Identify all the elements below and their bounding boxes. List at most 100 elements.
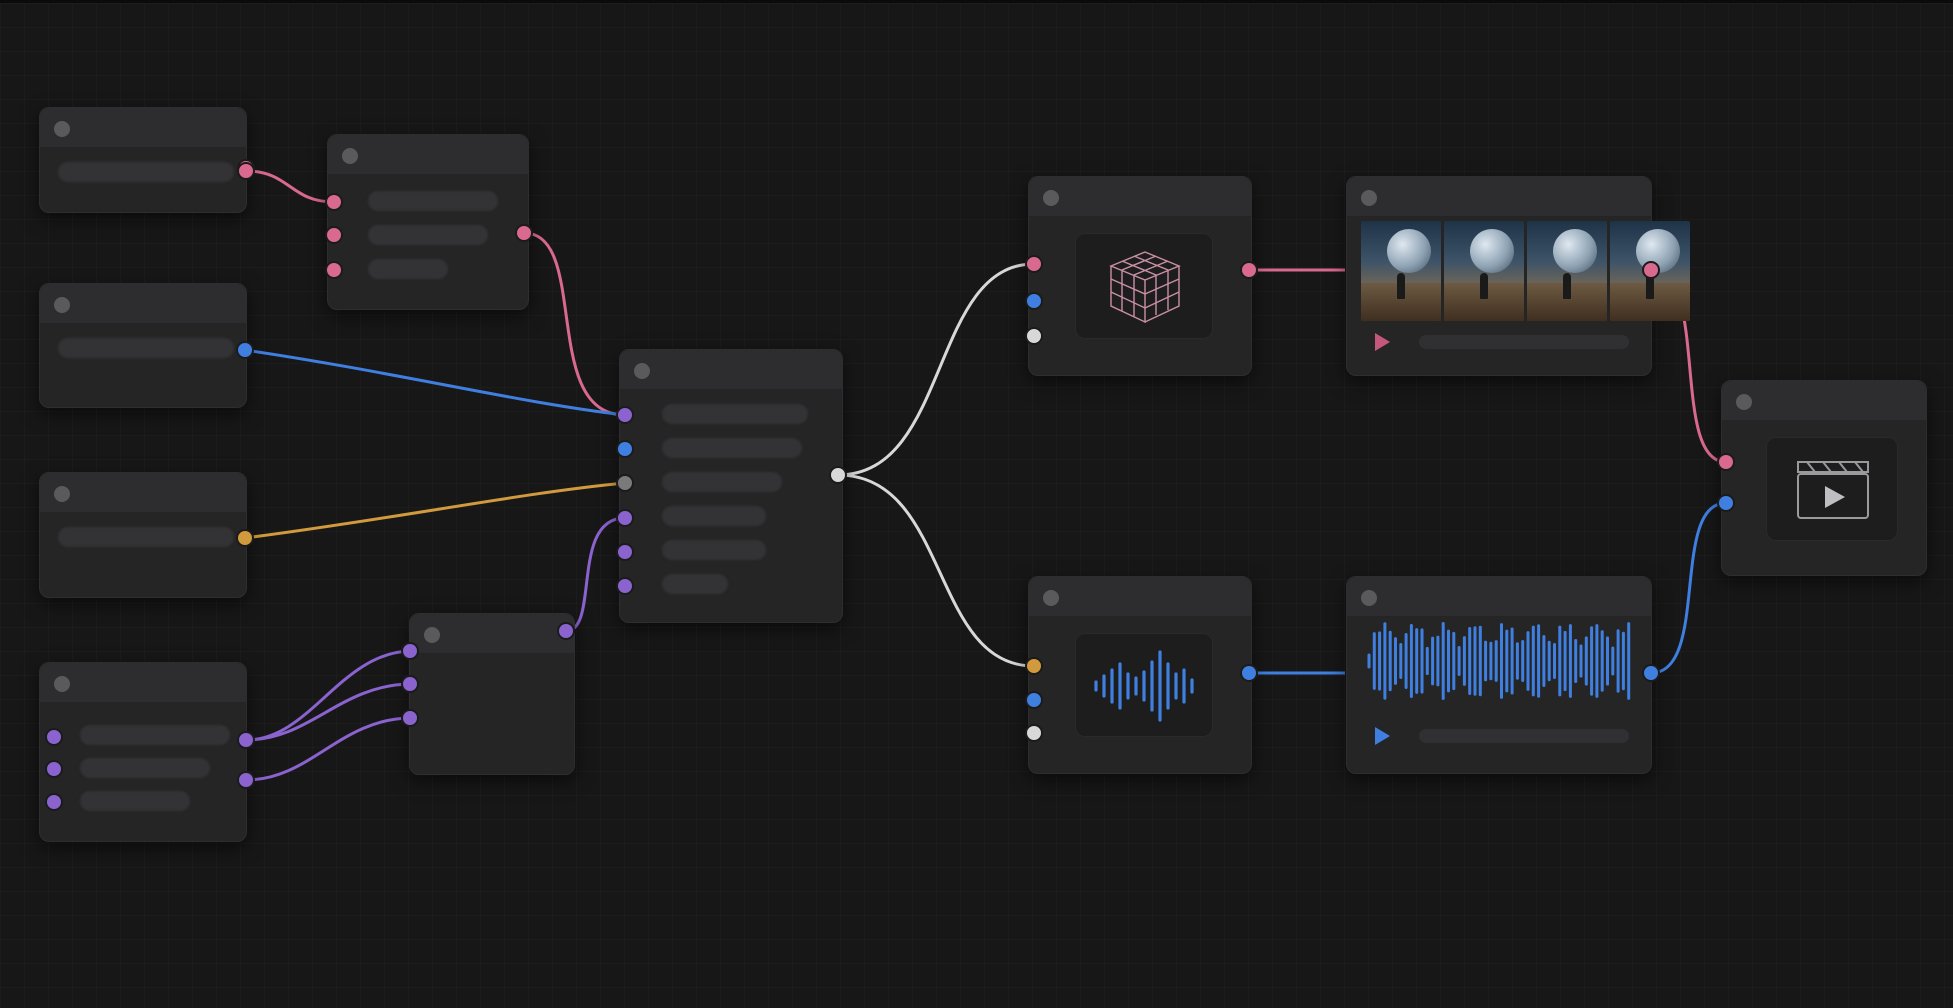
- node-header[interactable]: [1347, 177, 1651, 217]
- input-port[interactable]: [45, 760, 63, 778]
- input-port[interactable]: [616, 474, 634, 492]
- prompt-combine-node[interactable]: [327, 134, 529, 310]
- input-node-1[interactable]: [39, 107, 255, 213]
- input-port[interactable]: [1025, 292, 1043, 310]
- input-port[interactable]: [616, 509, 634, 527]
- node-header[interactable]: [1029, 177, 1251, 217]
- play-icon[interactable]: [1375, 727, 1390, 745]
- node-header[interactable]: [40, 663, 246, 703]
- output-port[interactable]: [1642, 261, 1660, 279]
- input-port[interactable]: [401, 709, 419, 727]
- output-port[interactable]: [236, 529, 254, 547]
- field-placeholder[interactable]: [662, 438, 802, 458]
- input-port[interactable]: [1717, 494, 1735, 512]
- output-port[interactable]: [237, 162, 255, 180]
- node-status-dot: [54, 676, 70, 692]
- video-preview-node[interactable]: [1346, 176, 1690, 376]
- mixer-node[interactable]: [409, 613, 575, 775]
- output-port[interactable]: [1642, 664, 1660, 682]
- input-node-2[interactable]: [39, 283, 247, 408]
- playback-scrubber[interactable]: [1419, 729, 1629, 743]
- main-hub-node[interactable]: [619, 349, 843, 623]
- input-port[interactable]: [401, 642, 419, 660]
- connection-wires: [244, 169, 1727, 782]
- input-port[interactable]: [325, 261, 343, 279]
- input-node-4[interactable]: [39, 662, 247, 842]
- input-port[interactable]: [1025, 255, 1043, 273]
- node-status-dot: [424, 627, 440, 643]
- text-field-placeholder[interactable]: [58, 338, 234, 358]
- input-port[interactable]: [616, 440, 634, 458]
- node-status-dot: [634, 363, 650, 379]
- node-header[interactable]: [40, 473, 246, 513]
- field-placeholder[interactable]: [368, 191, 498, 211]
- output-port[interactable]: [1240, 664, 1258, 682]
- field-placeholder[interactable]: [662, 472, 782, 492]
- input-port[interactable]: [616, 577, 634, 595]
- wire-input3-to-hub: [244, 481, 626, 540]
- output-port[interactable]: [1240, 261, 1258, 279]
- input-port[interactable]: [1025, 327, 1043, 345]
- input-port[interactable]: [325, 193, 343, 211]
- input-port[interactable]: [401, 675, 419, 693]
- field-placeholder[interactable]: [368, 259, 448, 279]
- input-port[interactable]: [1025, 691, 1043, 709]
- wire-input4-to-mixer-b: [245, 682, 411, 742]
- input-port[interactable]: [1025, 657, 1043, 675]
- input-node-3[interactable]: [39, 472, 247, 598]
- node-status-dot: [1043, 190, 1059, 206]
- input-port[interactable]: [1025, 724, 1043, 742]
- audio-preview-node[interactable]: [1346, 576, 1652, 774]
- input-port[interactable]: [45, 793, 63, 811]
- input-port[interactable]: [45, 728, 63, 746]
- node-header[interactable]: [40, 108, 246, 148]
- node-status-dot: [54, 121, 70, 137]
- node-header[interactable]: [410, 614, 574, 654]
- field-placeholder[interactable]: [80, 758, 210, 778]
- video-frame: [1361, 221, 1441, 321]
- field-placeholder[interactable]: [368, 225, 488, 245]
- input-port[interactable]: [1717, 453, 1735, 471]
- output-port[interactable]: [515, 224, 533, 242]
- waveform-icon: [1367, 622, 1631, 700]
- field-placeholder[interactable]: [662, 540, 766, 560]
- node-header[interactable]: [328, 135, 528, 175]
- input-port[interactable]: [616, 543, 634, 561]
- field-placeholder[interactable]: [662, 574, 728, 594]
- node-header[interactable]: [620, 350, 842, 390]
- field-placeholder[interactable]: [80, 725, 230, 745]
- field-placeholder[interactable]: [662, 506, 766, 526]
- text-field-placeholder[interactable]: [58, 162, 234, 182]
- output-port[interactable]: [237, 731, 255, 749]
- preview-panel[interactable]: [1075, 633, 1213, 737]
- output-port[interactable]: [557, 622, 575, 640]
- video-frame: [1527, 221, 1607, 321]
- input-port[interactable]: [325, 226, 343, 244]
- field-placeholder[interactable]: [662, 404, 808, 424]
- output-port[interactable]: [829, 466, 847, 484]
- output-port[interactable]: [237, 771, 255, 789]
- node-header[interactable]: [1029, 577, 1251, 617]
- field-placeholder[interactable]: [80, 791, 190, 811]
- clapperboard-icon: [1797, 461, 1869, 519]
- wire-input4-to-mixer-c: [245, 716, 411, 782]
- node-header[interactable]: [40, 284, 246, 324]
- video-frame: [1444, 221, 1524, 321]
- text-field-placeholder[interactable]: [58, 527, 234, 547]
- model-3d-node[interactable]: [1028, 176, 1252, 376]
- preview-panel[interactable]: [1766, 437, 1898, 541]
- audio-generator-node[interactable]: [1028, 576, 1252, 774]
- preview-panel[interactable]: [1075, 233, 1213, 339]
- video-output-node[interactable]: [1721, 380, 1927, 576]
- frame-strip[interactable]: [1361, 221, 1690, 321]
- output-port[interactable]: [236, 341, 254, 359]
- node-status-dot: [54, 486, 70, 502]
- node-header[interactable]: [1347, 577, 1651, 617]
- node-status-dot: [342, 148, 358, 164]
- input-port[interactable]: [616, 406, 634, 424]
- node-header[interactable]: [1722, 381, 1926, 421]
- wire-hub-to-audio: [837, 473, 1035, 668]
- playback-scrubber[interactable]: [1419, 335, 1629, 349]
- play-icon[interactable]: [1375, 333, 1390, 351]
